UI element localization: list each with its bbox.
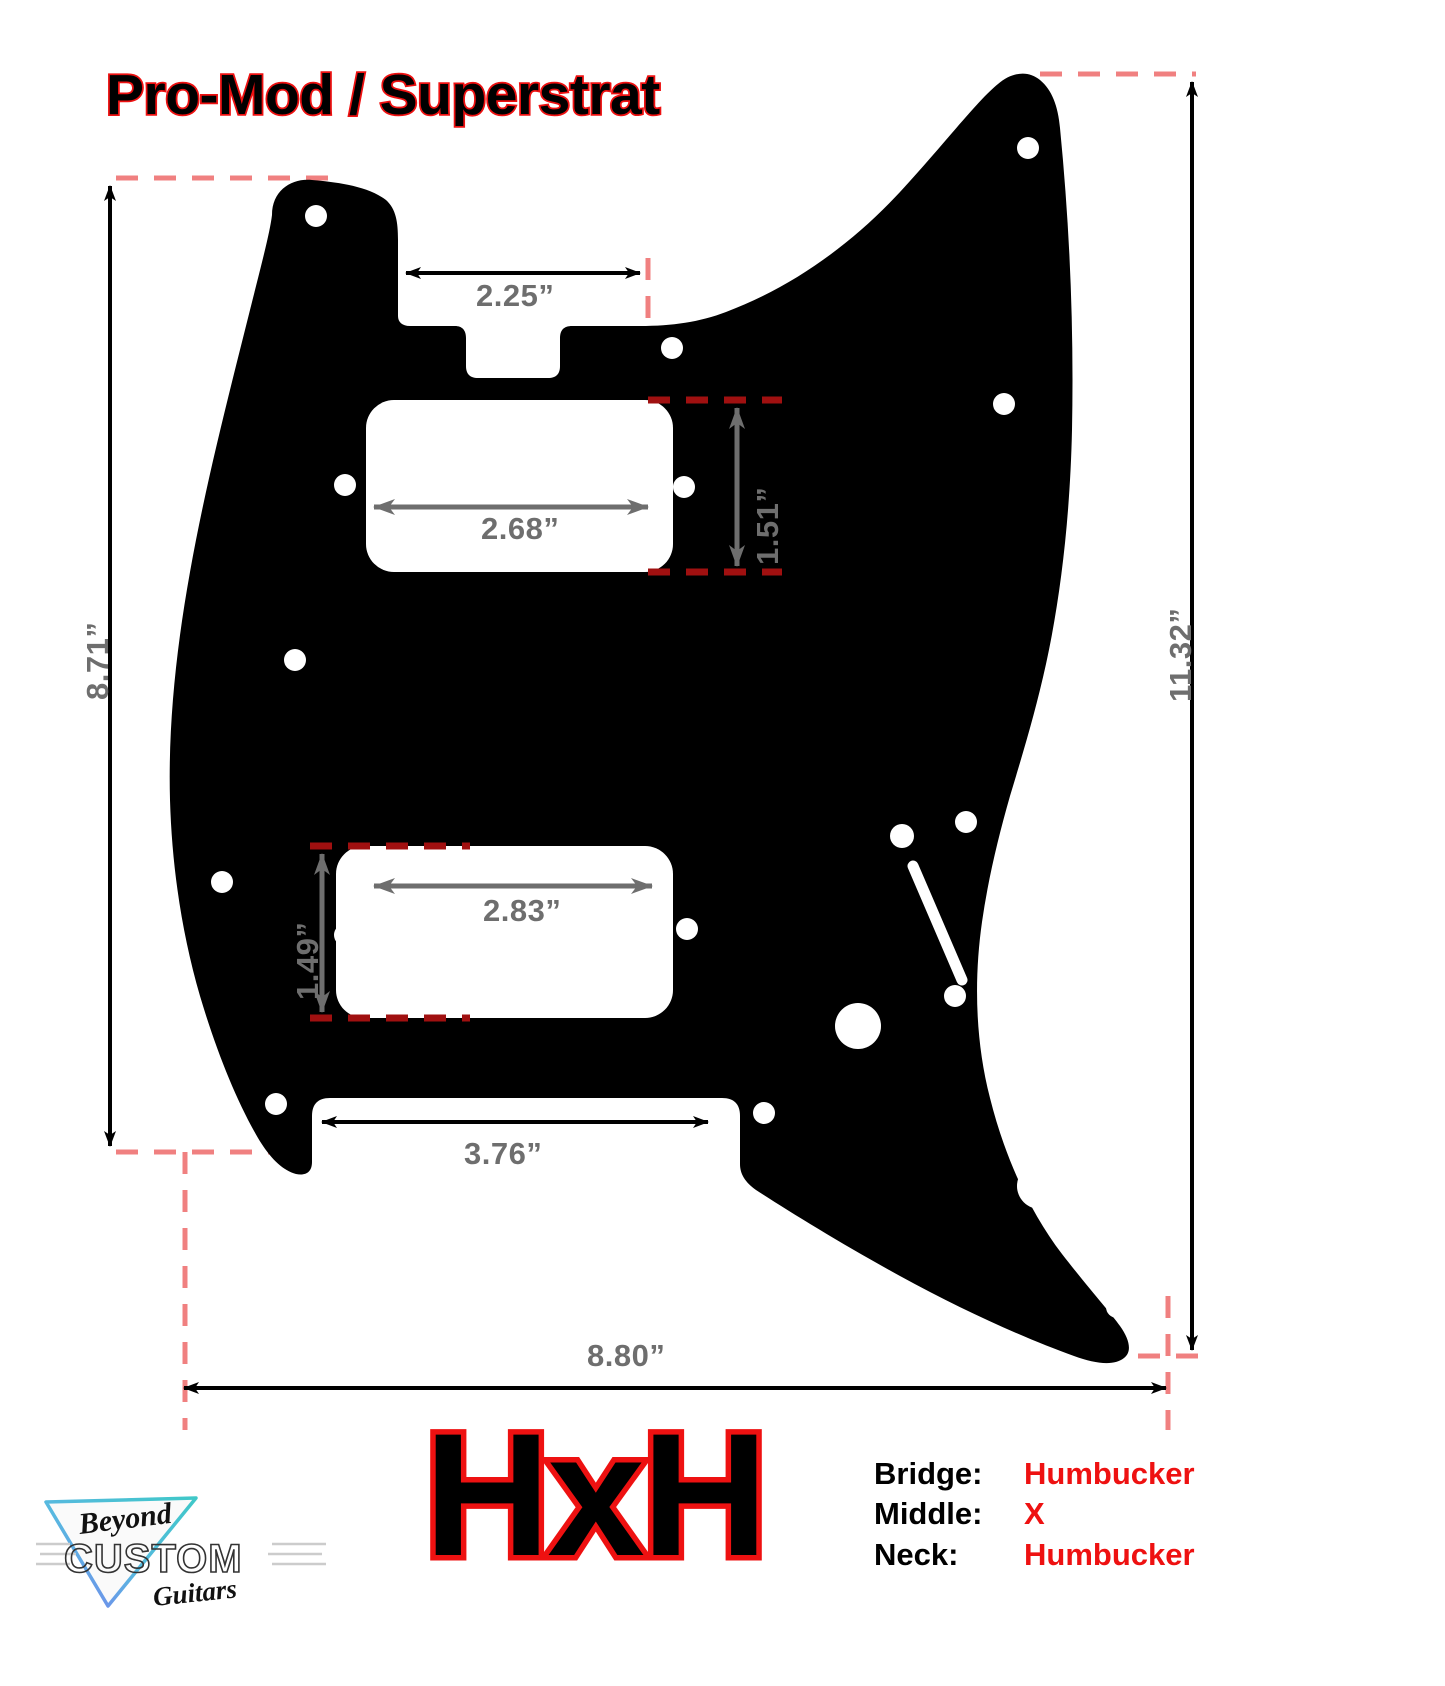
legend-row-middle: Middle: X <box>874 1494 1195 1534</box>
dim-label-2-83: 2.83” <box>483 893 562 928</box>
dim-label-8-80: 8.80” <box>587 1338 666 1373</box>
pot-holes <box>835 1003 1063 1209</box>
selector-switch-slot <box>907 860 968 986</box>
legend-label-neck: Neck: <box>874 1536 959 1572</box>
dim-label-2-68: 2.68” <box>481 511 560 546</box>
legend-value-bridge: Humbucker <box>1024 1456 1195 1491</box>
legend-row-bridge: Bridge: Humbucker <box>874 1454 1195 1494</box>
dim-label-3-76: 3.76” <box>464 1136 543 1171</box>
bridge-pickup-cavity <box>336 846 673 1018</box>
pickguard-body <box>169 73 1129 1364</box>
dim-label-1-49: 1.49” <box>290 921 325 1000</box>
logo-speed-lines-icon <box>36 1542 76 1566</box>
footer: Beyond CUSTOM Guitars HxH Bridge: Humbuc… <box>0 1398 1445 1686</box>
screw-holes <box>211 137 1128 1318</box>
guide-lines-dark <box>310 396 782 1022</box>
dim-label-8-71: 8.71” <box>80 621 115 700</box>
pickup-config-code: HxH <box>418 1398 773 1593</box>
page-title: Pro-Mod / Superstrat <box>104 61 662 129</box>
brand-logo: Beyond CUSTOM Guitars <box>36 1484 326 1614</box>
logo-triangle-icon <box>44 1496 198 1608</box>
legend-value-middle: X <box>1024 1496 1045 1532</box>
logo-line2: CUSTOM <box>64 1537 243 1581</box>
dim-label-1-51: 1.51” <box>750 486 785 565</box>
dim-label-11-32: 11.32” <box>1163 607 1198 702</box>
pickup-legend: Bridge: Humbucker Middle: X Neck: Humbuc… <box>874 1454 1195 1575</box>
legend-row-neck: Neck: Humbucker <box>874 1535 1195 1575</box>
legend-label-middle: Middle: <box>874 1496 983 1532</box>
dim-label-2-25: 2.25” <box>476 278 555 313</box>
legend-value-neck: Humbucker <box>1024 1536 1195 1572</box>
legend-label-bridge: Bridge: <box>874 1456 983 1491</box>
logo-speed-lines-right-icon <box>268 1542 326 1566</box>
neck-pickup-cavity <box>366 400 673 572</box>
